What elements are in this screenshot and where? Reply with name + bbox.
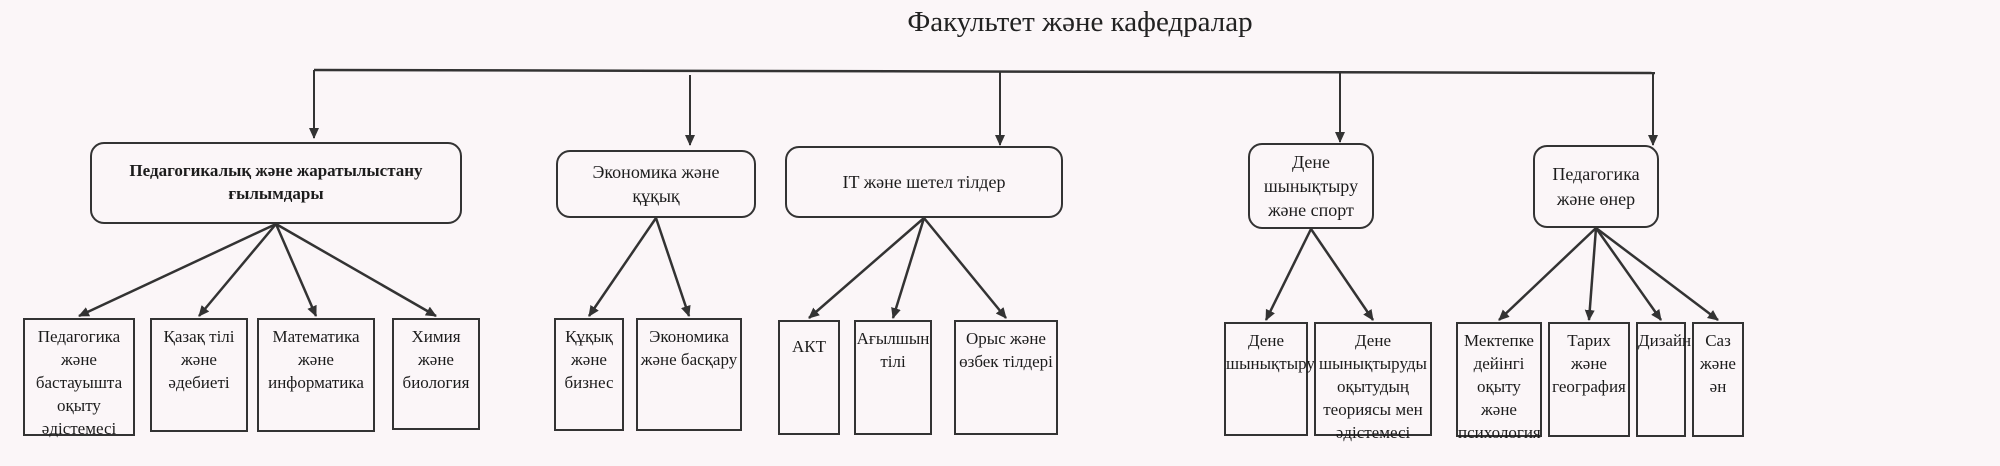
department-label: Дизайн [1638, 331, 1692, 350]
branch-arrow [1264, 228, 1313, 321]
branch-arrow [891, 217, 926, 319]
faculty-label: IT және шетел тілдер [842, 171, 1006, 192]
department-box: Математика және информатика [257, 318, 375, 432]
department-label: Мектепке дейінгі оқыту және психология [1458, 331, 1541, 442]
department-label: Саз және ән [1700, 331, 1736, 396]
department-box: Құқық және бизнес [554, 318, 624, 431]
faculty-box: Педагогика және өнер [1533, 145, 1659, 228]
branch-arrow [808, 217, 925, 319]
department-label: Экономика және басқару [640, 327, 738, 369]
department-box: Орыс және өзбек тілдері [954, 320, 1058, 435]
department-label: Тарих және география [1552, 331, 1626, 396]
department-box: Педагогика және бастауышта оқыту әдістем… [23, 318, 135, 438]
faculty-label: Педагогика және өнер [1552, 164, 1640, 209]
faculty-box: Дене шынықтыру және спорт [1248, 143, 1374, 229]
branch-arrow [275, 222, 437, 318]
faculty-box: IT және шетел тілдер [785, 146, 1063, 218]
department-box: Саз және ән [1692, 322, 1744, 437]
branch-arrow [1584, 227, 1598, 321]
branch-arrow [198, 223, 277, 317]
faculty-label: Дене шынықтыру және спорт [1263, 151, 1359, 221]
branch-arrow [654, 217, 691, 317]
department-box: Химия және биология [392, 318, 480, 430]
department-label: Дене шынықтыруды оқытудың теориясы мен ә… [1319, 331, 1427, 442]
branch-arrow [923, 217, 1007, 319]
department-label: Педагогика және бастауышта оқыту әдістем… [35, 327, 123, 438]
faculty-label: Педагогикалық және жаратылыстану ғылымда… [129, 161, 423, 203]
top-bus-line [313, 68, 1656, 75]
department-box: Ағылшын тілі [854, 320, 932, 435]
branch-arrow [1594, 227, 1663, 321]
department-box: Қазақ тілі және әдебиеті [150, 318, 248, 432]
branch-arrow [78, 222, 277, 318]
department-box: Дене шынықтыруды оқытудың теориясы мен ә… [1314, 322, 1432, 442]
faculty-box: Педагогикалық және жаратылыстану ғылымда… [90, 142, 462, 224]
faculty-label: Экономика және құқық [592, 161, 720, 206]
department-box: Дизайн [1636, 322, 1691, 437]
department-box: Тарих және география [1548, 322, 1630, 437]
department-label: Химия және биология [402, 327, 470, 392]
department-box: Мектепке дейінгі оқыту және психология [1456, 322, 1542, 442]
department-label: Дене шынықтыру [1226, 331, 1315, 373]
branch-arrow [587, 217, 658, 317]
branch-arrow [274, 223, 318, 317]
department-label: АКТ [792, 337, 826, 356]
department-label: Қазақ тілі және әдебиеті [163, 327, 235, 392]
department-label: Математика және информатика [268, 327, 364, 392]
department-box: Дене шынықтыру [1224, 322, 1315, 436]
faculty-box: Экономика және құқық [556, 150, 756, 218]
department-box: АКТ [778, 320, 840, 435]
diagram-title: Факультет және кафедралар [907, 6, 1253, 38]
department-label: Ағылшын тілі [856, 329, 930, 371]
branch-arrow [1595, 227, 1719, 321]
department-box: Экономика және басқару [636, 318, 742, 431]
branch-arrow [1309, 228, 1375, 321]
department-label: Құқық және бизнес [564, 327, 614, 392]
branch-arrow [1498, 227, 1597, 321]
department-label: Орыс және өзбек тілдері [959, 329, 1053, 371]
